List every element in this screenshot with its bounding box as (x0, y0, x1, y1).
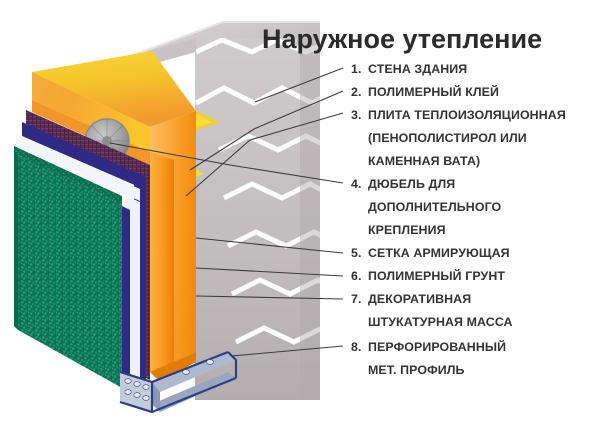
leader-line-8 (231, 345, 344, 357)
legend-number: 5. (351, 246, 362, 260)
plaster-bottom-cut (18, 330, 122, 400)
insulation-top-face (32, 51, 196, 127)
legend-number: 8. (351, 340, 362, 354)
legend-label: ДЮБЕЛЬ ДЛЯ (368, 177, 455, 191)
profile-outline (119, 350, 238, 414)
legend-number: 7. (351, 292, 362, 306)
leader-line-1 (254, 67, 344, 103)
legend-label: ПОЛИМЕРНЫЙ КЛЕЙ (368, 84, 499, 99)
leader-line-5 (195, 237, 344, 254)
page-title: Наружное утепление (262, 24, 542, 54)
profile-horizontal-leg (152, 352, 236, 392)
legend-label: ДЕКОРАТИВНАЯ (368, 292, 471, 306)
legend-label: (ПЕНОПОЛИСТИРОЛ ИЛИ (368, 131, 527, 145)
list-item: 1. СТЕНА ЗДАНИЯ (351, 62, 467, 76)
wall-mortar-joints (195, 38, 320, 400)
list-item: 5. СЕТКА АРМИРУЮЩАЯ (351, 246, 510, 260)
list-item: 7. ДЕКОРАТИВНАЯ ШТУКАТУРНАЯ МАССА (351, 292, 513, 329)
perforated-profile-group (119, 350, 238, 414)
legend-label: ШТУКАТУРНАЯ МАССА (368, 315, 513, 329)
legend-label: СТЕНА ЗДАНИЯ (368, 62, 467, 76)
polymer-primer-group (16, 122, 146, 394)
legend-number: 6. (351, 269, 362, 283)
legend-label: ПЛИТА ТЕПЛОИЗОЛЯЦИОННАЯ (368, 108, 566, 122)
leader-lines-group (109, 67, 344, 357)
dowel-anchor-core (102, 136, 112, 146)
legend-label: СЕТКА АРМИРУЮЩАЯ (368, 246, 510, 260)
legend-label: ДОПОЛНИТЕЛЬНОГО (368, 200, 502, 214)
leader-line-2 (189, 90, 344, 171)
profile-front-lip (152, 382, 160, 412)
leader-line-6 (195, 267, 344, 277)
mesh-top-band (26, 110, 150, 180)
plaster-top-edge (14, 146, 122, 203)
profile-drip-edge (152, 372, 236, 412)
primer-white-top (16, 134, 140, 201)
plaster-front-face (18, 155, 122, 388)
legend-label: КРЕПЛЕНИЯ (368, 223, 446, 237)
legend-label: ПЕРФОРИРОВАННЫЙ (368, 339, 506, 354)
list-item: 2. ПОЛИМЕРНЫЙ КЛЕЙ (351, 84, 499, 99)
plaster-left-bevel (14, 150, 18, 330)
list-item: 8. ПЕРФОРИРОВАННЫЙ МЕТ. ПРОФИЛЬ (351, 339, 506, 377)
legend-number: 3. (351, 108, 362, 122)
list-item: 6. ПОЛИМЕРНЫЙ ГРУНТ (351, 268, 505, 283)
legend-number: 4. (351, 177, 362, 191)
legend-number: 1. (351, 62, 362, 76)
leader-line-7 (195, 295, 344, 300)
insulation-front-face (150, 152, 174, 382)
legend-list: 1. СТЕНА ЗДАНИЯ 2. ПОЛИМЕРНЫЙ КЛЕЙ 3. ПЛ… (351, 62, 566, 377)
leader-line-4 (109, 142, 344, 184)
primer-navy-top (22, 122, 146, 190)
insulation-bottom-edge (150, 352, 196, 382)
legend-label: КАМЕННАЯ ВАТА) (368, 154, 480, 168)
decorative-plaster-group (14, 146, 122, 400)
legend-label: ПОЛИМЕРНЫЙ ГРУНТ (368, 268, 505, 283)
list-item: 3. ПЛИТА ТЕПЛОИЗОЛЯЦИОННАЯ (ПЕНОПОЛИСТИР… (351, 108, 566, 168)
profile-perforations (124, 359, 214, 401)
list-item: 4. ДЮБЕЛЬ ДЛЯ ДОПОЛНИТЕЛЬНОГО КРЕПЛЕНИЯ (351, 177, 502, 237)
legend-label: МЕТ. ПРОФИЛЬ (368, 363, 465, 377)
leader-line-3 (185, 112, 344, 197)
legend-number: 2. (351, 85, 362, 99)
